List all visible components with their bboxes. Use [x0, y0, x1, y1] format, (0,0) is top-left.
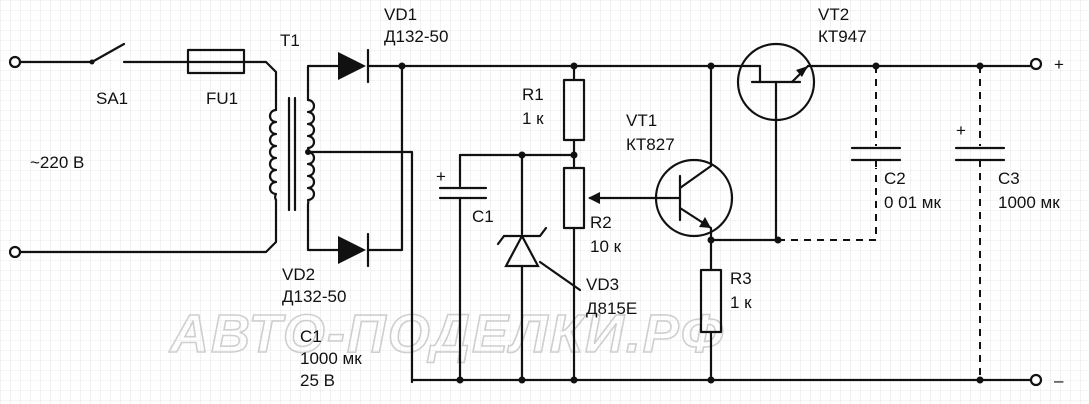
label-vd1: VD1 — [384, 5, 417, 24]
resistor-r1 — [562, 64, 586, 170]
label-mains: ~220 В — [30, 153, 84, 172]
label-c1-top: C1 — [472, 207, 494, 226]
label-c1: C1 — [300, 327, 322, 346]
label-c1-plus: + — [436, 167, 446, 186]
label-c1-cap: 1000 мк — [300, 349, 362, 368]
output-terminal-minus — [1029, 373, 1043, 387]
resistor-r3 — [699, 238, 723, 382]
label-r3-value: 1 к — [730, 293, 752, 312]
label-c2: C2 — [884, 169, 906, 188]
capacitor-c2 — [850, 66, 902, 170]
label-vd2: VD2 — [282, 265, 315, 284]
label-c3: C3 — [998, 169, 1020, 188]
label-t1: T1 — [280, 31, 300, 50]
label-vt2-type: КТ947 — [818, 27, 867, 46]
label-r1-value: 1 к — [522, 109, 544, 128]
input-wire-bottom — [18, 198, 278, 254]
transistor-vt2 — [736, 42, 816, 242]
label-vd3-type: Д815Е — [586, 299, 637, 318]
label-r3: R3 — [730, 269, 752, 288]
input-terminal-bottom — [8, 245, 22, 259]
label-r1: R1 — [522, 85, 544, 104]
label-r2-value: 10 к — [590, 237, 622, 256]
diode-vd1 — [338, 48, 404, 84]
capacitor-c3 — [954, 66, 1006, 380]
switch-sa1 — [18, 42, 190, 65]
label-vt1: VT1 — [626, 111, 657, 130]
label-vd3: VD3 — [586, 275, 619, 294]
watermark: АВТО-ПОДЕЛКИ.РФ — [168, 304, 725, 364]
label-c1-volt: 25 В — [300, 371, 335, 390]
transistor-vt1 — [652, 64, 734, 242]
label-fu1: FU1 — [206, 89, 238, 108]
input-terminal-top — [8, 55, 22, 69]
label-sa1: SA1 — [96, 89, 128, 108]
zener-vd3 — [496, 153, 582, 382]
label-vd1-type: Д132-50 — [384, 27, 448, 46]
label-vt2: VT2 — [818, 5, 849, 24]
label-c3-value: 1000 мк — [998, 193, 1060, 212]
c2-lower-dashed — [778, 168, 877, 241]
transformer-t1 — [268, 64, 414, 384]
fuse-fu1 — [186, 48, 278, 112]
output-terminal-plus — [1029, 57, 1043, 71]
label-output-minus: – — [1054, 371, 1064, 390]
label-c3-plus: + — [956, 121, 966, 140]
input-section — [8, 42, 278, 259]
potentiometer-r2 — [562, 166, 656, 382]
label-vd2-type: Д132-50 — [282, 287, 346, 306]
diode-vd2 — [338, 64, 404, 268]
label-vt1-type: КТ827 — [626, 135, 675, 154]
label-output-plus: + — [1054, 55, 1064, 74]
label-c2-value: 0 01 мк — [884, 193, 941, 212]
capacitor-c1 — [438, 153, 576, 382]
label-r2: R2 — [590, 213, 612, 232]
